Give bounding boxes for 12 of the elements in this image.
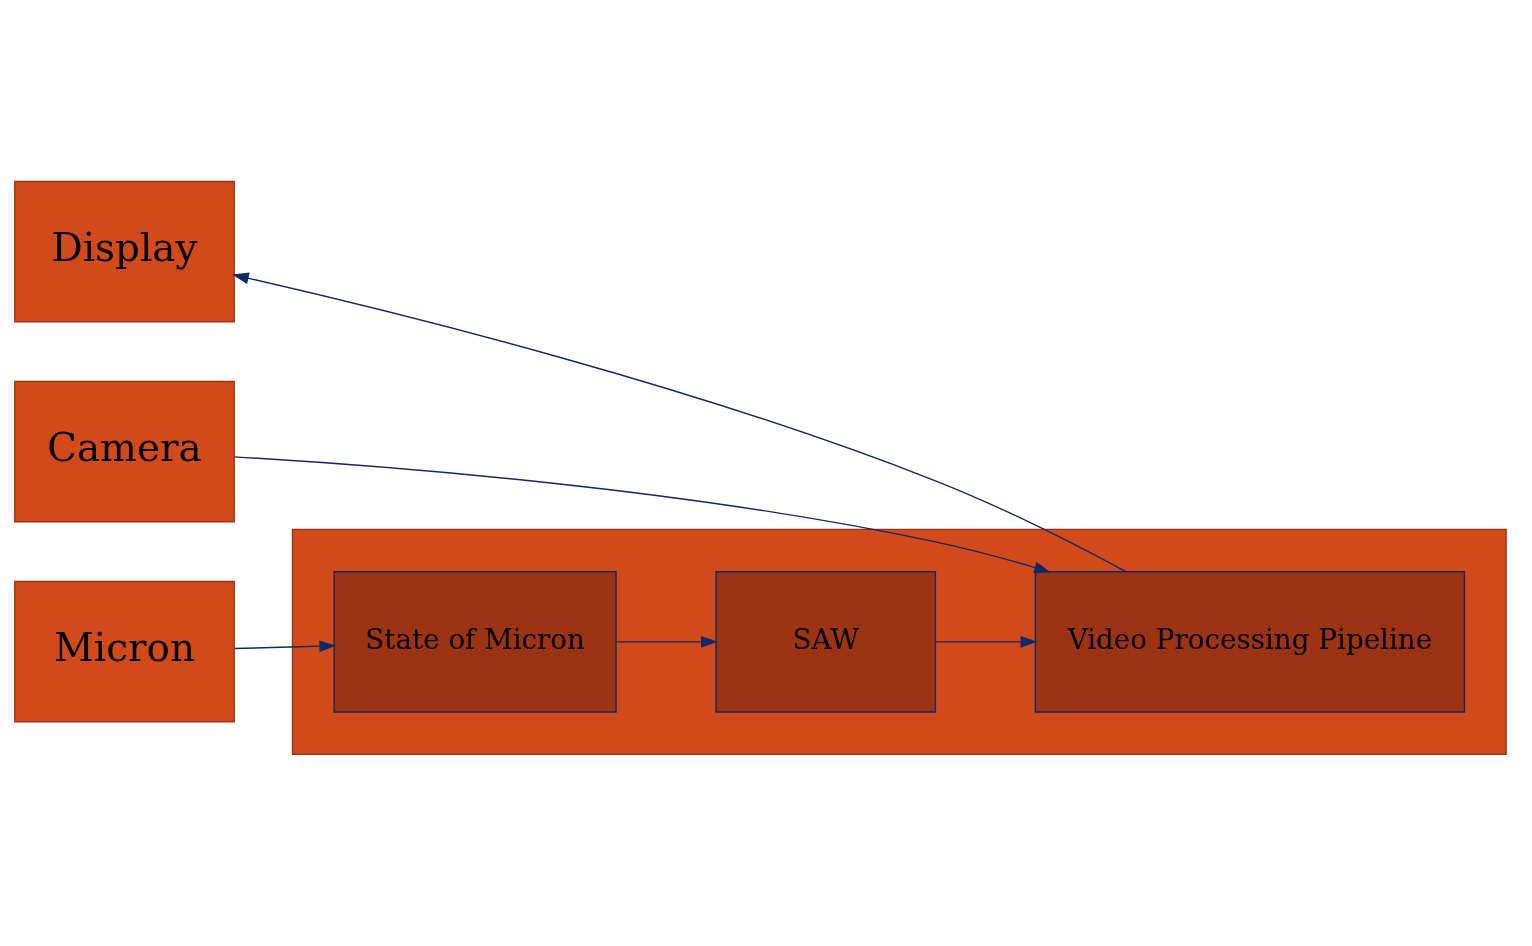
arrow	[232, 272, 1127, 572]
node-box: Camera	[14, 380, 235, 522]
arrow	[934, 635, 1038, 648]
cluster	[291, 528, 1507, 755]
node-box: Display	[14, 180, 235, 322]
node-box: Video Processing Pipeline	[1034, 570, 1466, 713]
node-box: State of Micron	[333, 570, 617, 713]
node-box: SAW	[715, 570, 937, 713]
arrow	[233, 639, 337, 652]
arrow	[615, 635, 718, 648]
node-box: Micron	[14, 580, 235, 722]
arrow	[233, 455, 1051, 573]
